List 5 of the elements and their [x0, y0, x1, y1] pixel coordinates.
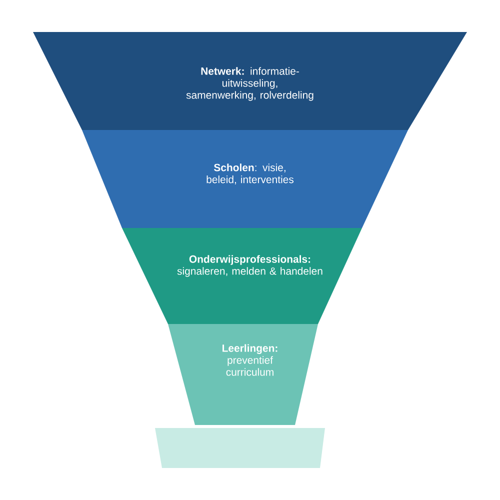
- funnel-band: Netwerk: informatie-uitwisseling, samenwerking, rolverdeling: [33, 32, 467, 130]
- funnel-band: Scholen: visie, beleid, interventies: [82, 130, 408, 228]
- funnel-band: Onderwijsprofessionals: signaleren, melden & handelen: [122, 228, 362, 324]
- funnel-band: Leerlingen: preventief curriculum: [168, 324, 318, 425]
- funnel-band: [155, 428, 325, 468]
